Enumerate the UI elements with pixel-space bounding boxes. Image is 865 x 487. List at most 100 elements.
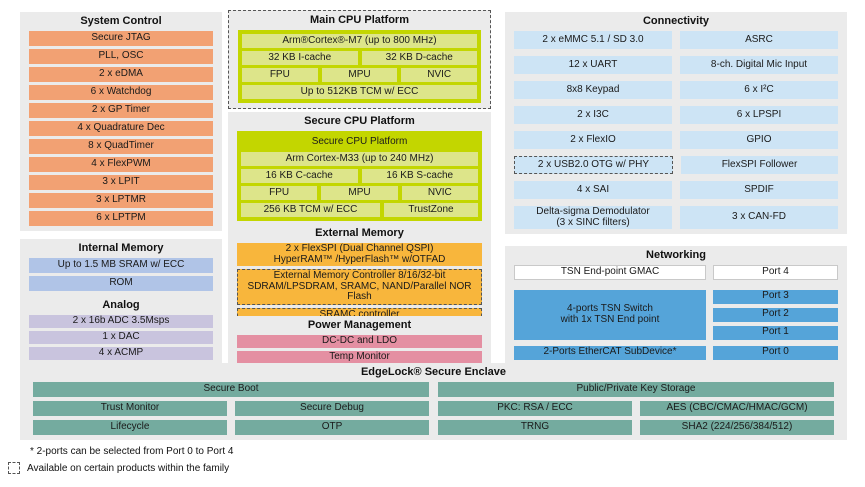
secure-cpu-core-block: Secure CPU Platform Arm Cortex-M33 (up t… xyxy=(237,131,482,221)
diagram-block: Trust Monitor xyxy=(33,401,227,416)
block-row: Arm Cortex-M33 (up to 240 MHz) xyxy=(241,152,478,166)
diagram-block: 12 x UART xyxy=(514,56,672,74)
diagram-block: FPU xyxy=(241,186,318,200)
block-row: Delta-sigma Demodulator(3 x SINC filters… xyxy=(514,206,838,229)
diagram-block: 6 x Watchdog xyxy=(29,85,213,100)
footnote-ports: * 2-ports can be selected from Port 0 to… xyxy=(30,446,234,457)
diagram-block: 2-Ports EtherCAT SubDevice* xyxy=(514,345,706,360)
diagram-block: 16 KB S-cache xyxy=(361,169,478,183)
secure-boot-block: Secure Boot xyxy=(33,382,429,397)
diagram-block: FlexSPI Follower xyxy=(681,156,838,174)
diagram-block: 2 x USB2.0 OTG w/ PHY xyxy=(514,156,673,174)
section-power-management: Power Management DC-DC and LDO Temp Monit… xyxy=(228,316,491,369)
diagram-block: 2 x 16b ADC 3.5Msps xyxy=(29,315,213,328)
diagram-block: Arm®Cortex®-M7 (up to 800 MHz) xyxy=(242,34,477,48)
power-list: DC-DC and LDO Temp Monitor xyxy=(237,335,482,364)
section-title-internal-memory: Internal Memory xyxy=(78,242,164,254)
diagram-block: SPDIF xyxy=(680,181,838,199)
diagram-block: 4 x FlexPWM xyxy=(29,157,213,172)
diagram-block: Port 3 xyxy=(713,289,838,304)
internal-memory-list: Up to 1.5 MB SRAM w/ ECC ROM xyxy=(29,258,213,291)
diagram-block: TSN End-point GMAC xyxy=(514,265,706,280)
diagram-block: 32 KB I-cache xyxy=(242,51,358,65)
diagram-block: AES (CBC/CMAC/HMAC/GCM) xyxy=(640,401,834,416)
block-row: Up to 512KB TCM w/ ECC xyxy=(242,85,477,99)
diagram-block: 16 KB C-cache xyxy=(241,169,358,183)
diagram-block: Temp Monitor xyxy=(237,351,482,364)
diagram-block: Up to 512KB TCM w/ ECC xyxy=(242,85,477,99)
diagram-block: FPU xyxy=(242,68,318,82)
diagram-block: 8 x QuadTimer xyxy=(29,139,213,154)
diagram-block: 8-ch. Digital Mic Input xyxy=(680,56,838,74)
diagram-block: DC-DC and LDO xyxy=(237,335,482,348)
diagram-block: Secure JTAG xyxy=(29,31,213,46)
analog-list: 2 x 16b ADC 3.5Msps 1 x DAC 4 x ACMP xyxy=(29,315,213,360)
system-control-list: Secure JTAG PLL, OSC 2 x eDMA 6 x Watchdog 2… xyxy=(29,31,213,226)
block-row: 2 x I3C 6 x LPSPI xyxy=(514,106,838,124)
diagram-block: 2 x I3C xyxy=(514,106,672,124)
diagram-block: 4 x SAI xyxy=(514,181,672,199)
section-main-cpu-platform: Main CPU Platform Arm®Cortex®-M7 (up to … xyxy=(228,10,491,109)
section-internal-memory: Internal Memory Up to 1.5 MB SRAM w/ ECC… xyxy=(20,239,222,296)
section-title-power: Power Management xyxy=(307,319,412,331)
diagram-block: 2 x eMMC 5.1 / SD 3.0 xyxy=(514,31,672,49)
block-row: 12 x UART 8-ch. Digital Mic Input xyxy=(514,56,838,74)
diagram-block: 8x8 Keypad xyxy=(514,81,672,99)
footnote-availability-text: Available on certain products within the… xyxy=(27,462,230,474)
key-storage-block: Public/Private Key Storage xyxy=(438,382,834,397)
diagram-block: 6 x LPSPI xyxy=(680,106,838,124)
diagram-block: GPIO xyxy=(680,131,838,149)
diagram-block: NVIC xyxy=(401,68,478,82)
diagram-block: 2 x eDMA xyxy=(29,67,213,82)
diagram-block: Port 0 xyxy=(713,345,838,360)
footnote-availability: Available on certain products within the… xyxy=(8,462,229,474)
diagram-block: MPU xyxy=(321,68,398,82)
block-row: 4 x SAI SPDIF xyxy=(514,181,838,199)
connectivity-grid: 2 x eMMC 5.1 / SD 3.0 ASRC 12 x UART 8-ch. … xyxy=(514,31,838,229)
diagram-block: Port 4 xyxy=(713,265,838,280)
section-title-main-cpu: Main CPU Platform xyxy=(309,14,409,26)
diagram-block: Up to 1.5 MB SRAM w/ ECC xyxy=(29,258,213,273)
diagram-block: 32 KB D-cache xyxy=(361,51,477,65)
diagram-block: 4 x Quadrature Dec xyxy=(29,121,213,136)
diagram-block: 2 x GP Timer xyxy=(29,103,213,118)
diagram-block: Port 2 xyxy=(713,307,838,322)
diagram-block: 2 x FlexSPI (Dual Channel QSPI)HyperRAM™… xyxy=(237,243,482,266)
diagram-block: NVIC xyxy=(401,186,478,200)
diagram-block: 3 x LPIT xyxy=(29,175,213,190)
diagram-block: OTP xyxy=(235,420,429,435)
diagram-block: 3 x LPTMR xyxy=(29,193,213,208)
diagram-block: TRNG xyxy=(438,420,632,435)
diagram-block: PLL, OSC xyxy=(29,49,213,64)
diagram-block: 1 x DAC xyxy=(29,331,213,344)
diagram-block: ASRC xyxy=(680,31,838,49)
diagram-block: MPU xyxy=(321,186,398,200)
diagram-block: ROM xyxy=(29,276,213,291)
diagram-block: 6 x LPTPM xyxy=(29,211,213,226)
diagram-block: 256 KB TCM w/ ECC xyxy=(241,203,380,217)
diagram-block: 3 x CAN-FD xyxy=(680,206,838,229)
diagram-block: Delta-sigma Demodulator(3 x SINC filters… xyxy=(514,206,672,229)
block-row: Arm®Cortex®-M7 (up to 800 MHz) xyxy=(242,34,477,48)
diagram-block: Port 1 xyxy=(713,325,838,340)
secure-cpu-inner-title: Secure CPU Platform xyxy=(311,136,408,147)
diagram-block: 4 x ACMP xyxy=(29,347,213,360)
main-cpu-core-block: Arm®Cortex®-M7 (up to 800 MHz) 32 KB I-ca… xyxy=(238,30,481,103)
section-title-secure-cpu: Secure CPU Platform xyxy=(304,115,415,127)
